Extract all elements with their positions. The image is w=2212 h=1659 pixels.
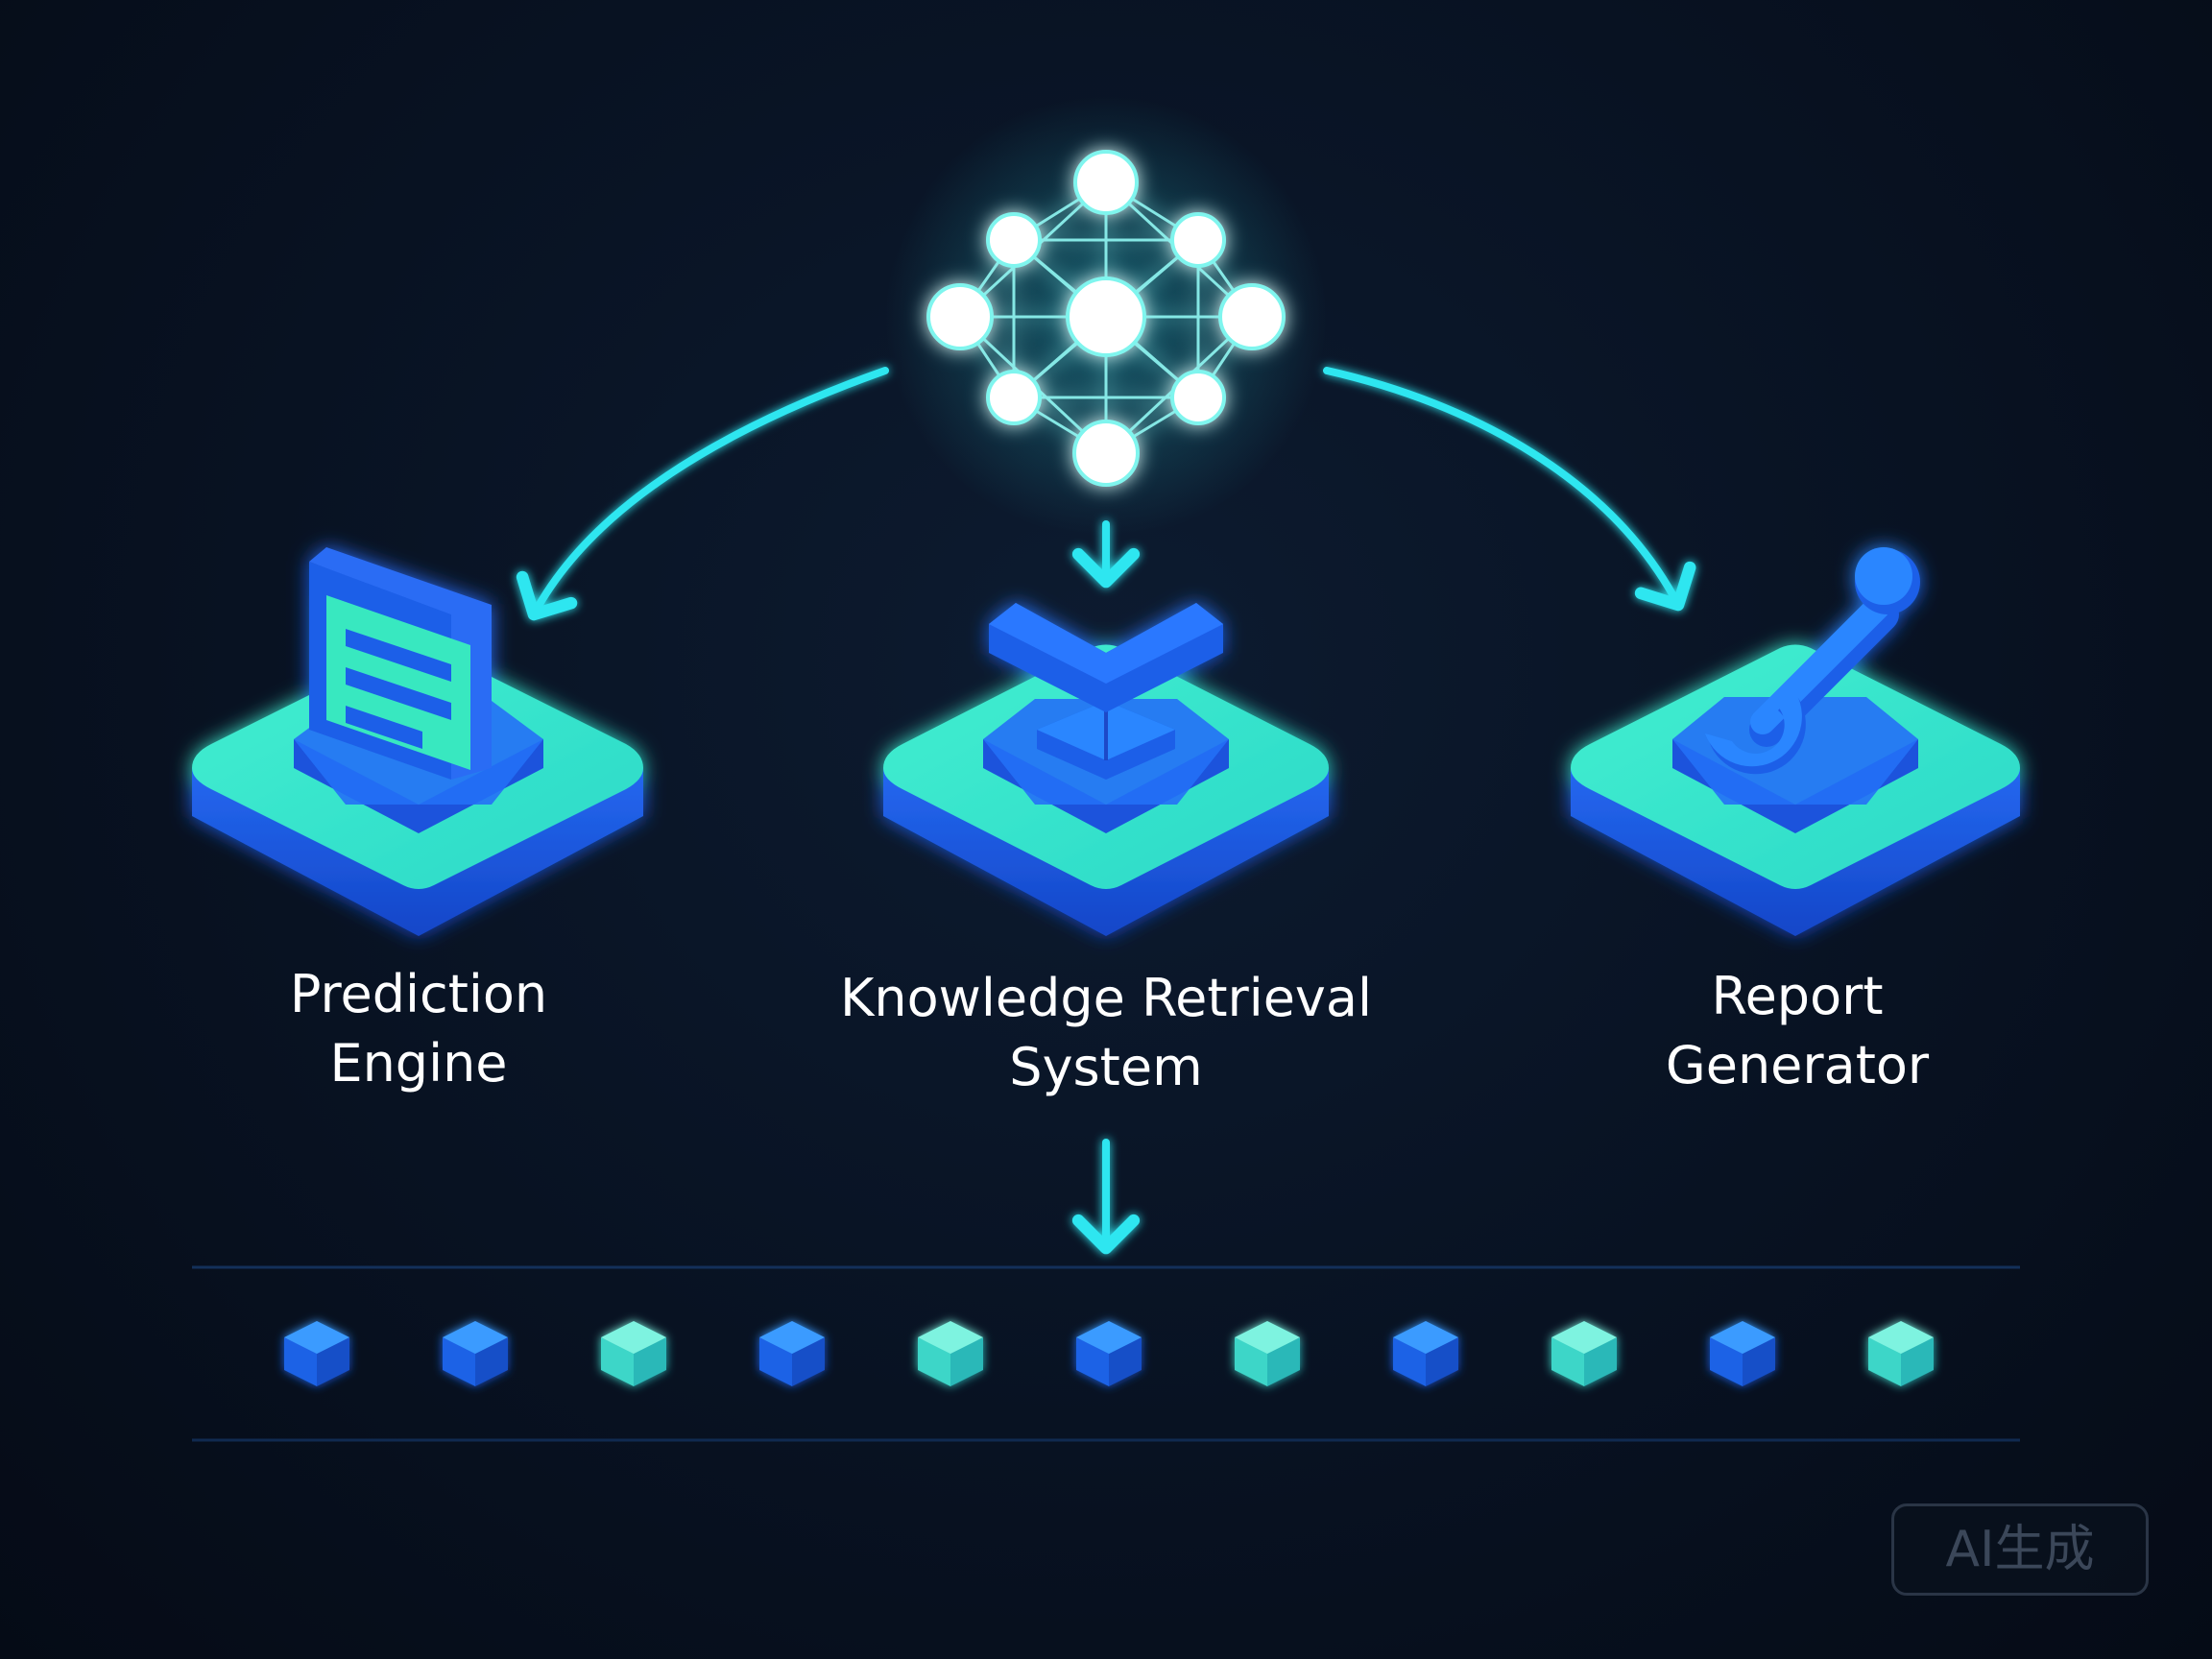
pipeline-node [1551, 1321, 1617, 1386]
label-line: Prediction [289, 964, 548, 1024]
arrow-to-report-generator [1323, 367, 1696, 612]
pipeline-node [918, 1321, 983, 1386]
module-report-generator [1571, 547, 2020, 936]
wrench-icon [1705, 547, 1920, 775]
module-label-report-generator: Report Generator [1666, 962, 1929, 1100]
pipeline-nodes [284, 1321, 1934, 1386]
label-line: Generator [1665, 1035, 1930, 1095]
pipeline-node [1076, 1321, 1142, 1386]
platform-base [1571, 644, 2020, 936]
module-prediction-engine [192, 547, 643, 936]
pipeline-node [1235, 1321, 1300, 1386]
pipeline-node [759, 1321, 825, 1386]
label-line: Knowledge Retrieval [840, 968, 1372, 1028]
arrow-to-prediction-engine [516, 367, 889, 621]
funnel-icon [989, 603, 1223, 780]
module-knowledge-retrieval [883, 603, 1329, 936]
neural-network-hub [885, 96, 1327, 538]
pipeline-node [443, 1321, 508, 1386]
pipeline-node [284, 1321, 349, 1386]
module-label-knowledge-retrieval: Knowledge Retrieval System [840, 964, 1372, 1102]
label-line: Engine [329, 1033, 508, 1094]
pipeline-node [1710, 1321, 1775, 1386]
pipeline [192, 1265, 2020, 1442]
document-icon [309, 547, 492, 780]
pipeline-node [1868, 1321, 1934, 1386]
pipeline-node [601, 1321, 666, 1386]
pipeline-node [1393, 1321, 1458, 1386]
module-label-prediction-engine: Prediction Engine [290, 960, 547, 1098]
neural-network-icon [926, 150, 1286, 487]
ai-generated-watermark: AI生成 [1891, 1503, 2149, 1596]
label-line: Report [1711, 966, 1884, 1026]
label-line: System [1009, 1037, 1203, 1097]
flow-arrows [516, 367, 1696, 1255]
